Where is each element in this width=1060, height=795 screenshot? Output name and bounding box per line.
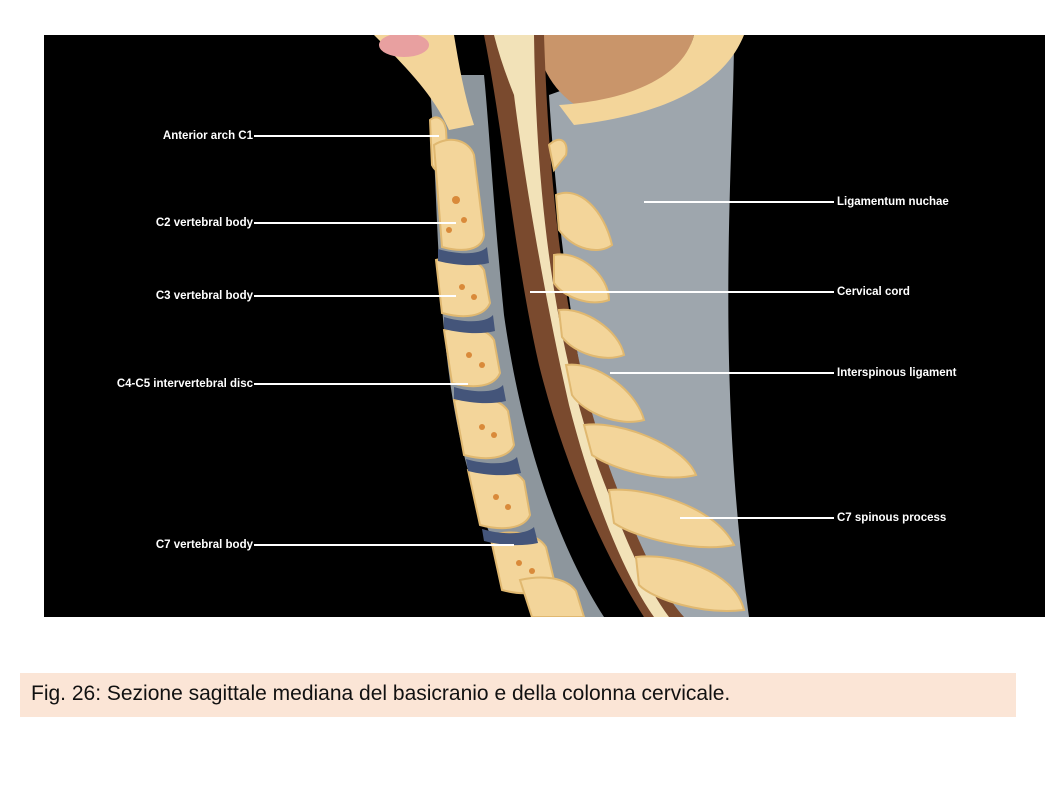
caption-text: Fig. 26: Sezione sagittale mediana del b…	[31, 682, 731, 705]
intervertebral-discs	[438, 247, 538, 546]
spinous-processes	[547, 138, 746, 612]
nuchal-soft-tissue	[549, 35, 749, 617]
pharynx-region	[379, 35, 429, 57]
label-c3-vertebral-body: C3 vertebral body	[155, 290, 253, 302]
clivus	[374, 35, 474, 130]
label-interspinous-ligament: Interspinous ligament	[837, 367, 957, 379]
label-c7-vertebral-body: C7 vertebral body	[155, 539, 253, 551]
sagittal-section-illustration	[254, 35, 834, 617]
label-ligamentum-nuchae: Ligamentum nuchae	[837, 196, 949, 208]
leader-lines-right	[530, 201, 834, 519]
bone-marrow	[446, 196, 535, 574]
label-c7-spinous-process: C7 spinous process	[837, 512, 947, 524]
label-c2-vertebral-body: C2 vertebral body	[155, 217, 253, 229]
label-cervical-cord: Cervical cord	[837, 286, 910, 298]
label-c4-c5-intervertebral-disc: C4-C5 intervertebral disc	[116, 378, 253, 390]
cervical-cord-shape	[494, 35, 669, 617]
label-anterior-arch-c1: Anterior arch C1	[162, 130, 253, 142]
figure-caption: Fig. 26: Sezione sagittale mediana del b…	[20, 673, 1016, 717]
leader-lines-left	[254, 135, 514, 546]
anatomy-figure: Anterior arch C1 C2 vertebral body C3 ve…	[44, 35, 1045, 617]
cerebellum	[534, 35, 694, 110]
occipital-bone	[514, 35, 744, 125]
